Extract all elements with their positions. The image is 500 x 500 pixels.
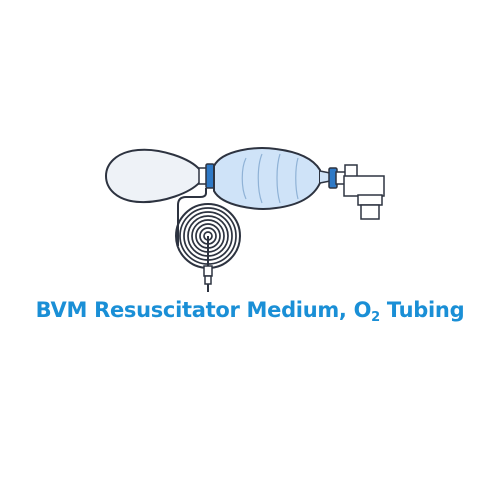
- product-title-tail: Tubing: [379, 298, 465, 322]
- product-title-subscript: 2: [371, 310, 380, 325]
- reservoir-connector-icon: [205, 163, 215, 189]
- product-title: BVM Resuscitator Medium, O2 Tubing: [0, 298, 500, 325]
- reservoir-bag-icon: [104, 148, 208, 204]
- oxygen-tubing-coil-icon: [175, 188, 241, 292]
- patient-valve-icon: [335, 164, 385, 220]
- product-title-main: BVM Resuscitator Medium, O: [35, 298, 372, 322]
- compression-bag-icon: [213, 147, 331, 210]
